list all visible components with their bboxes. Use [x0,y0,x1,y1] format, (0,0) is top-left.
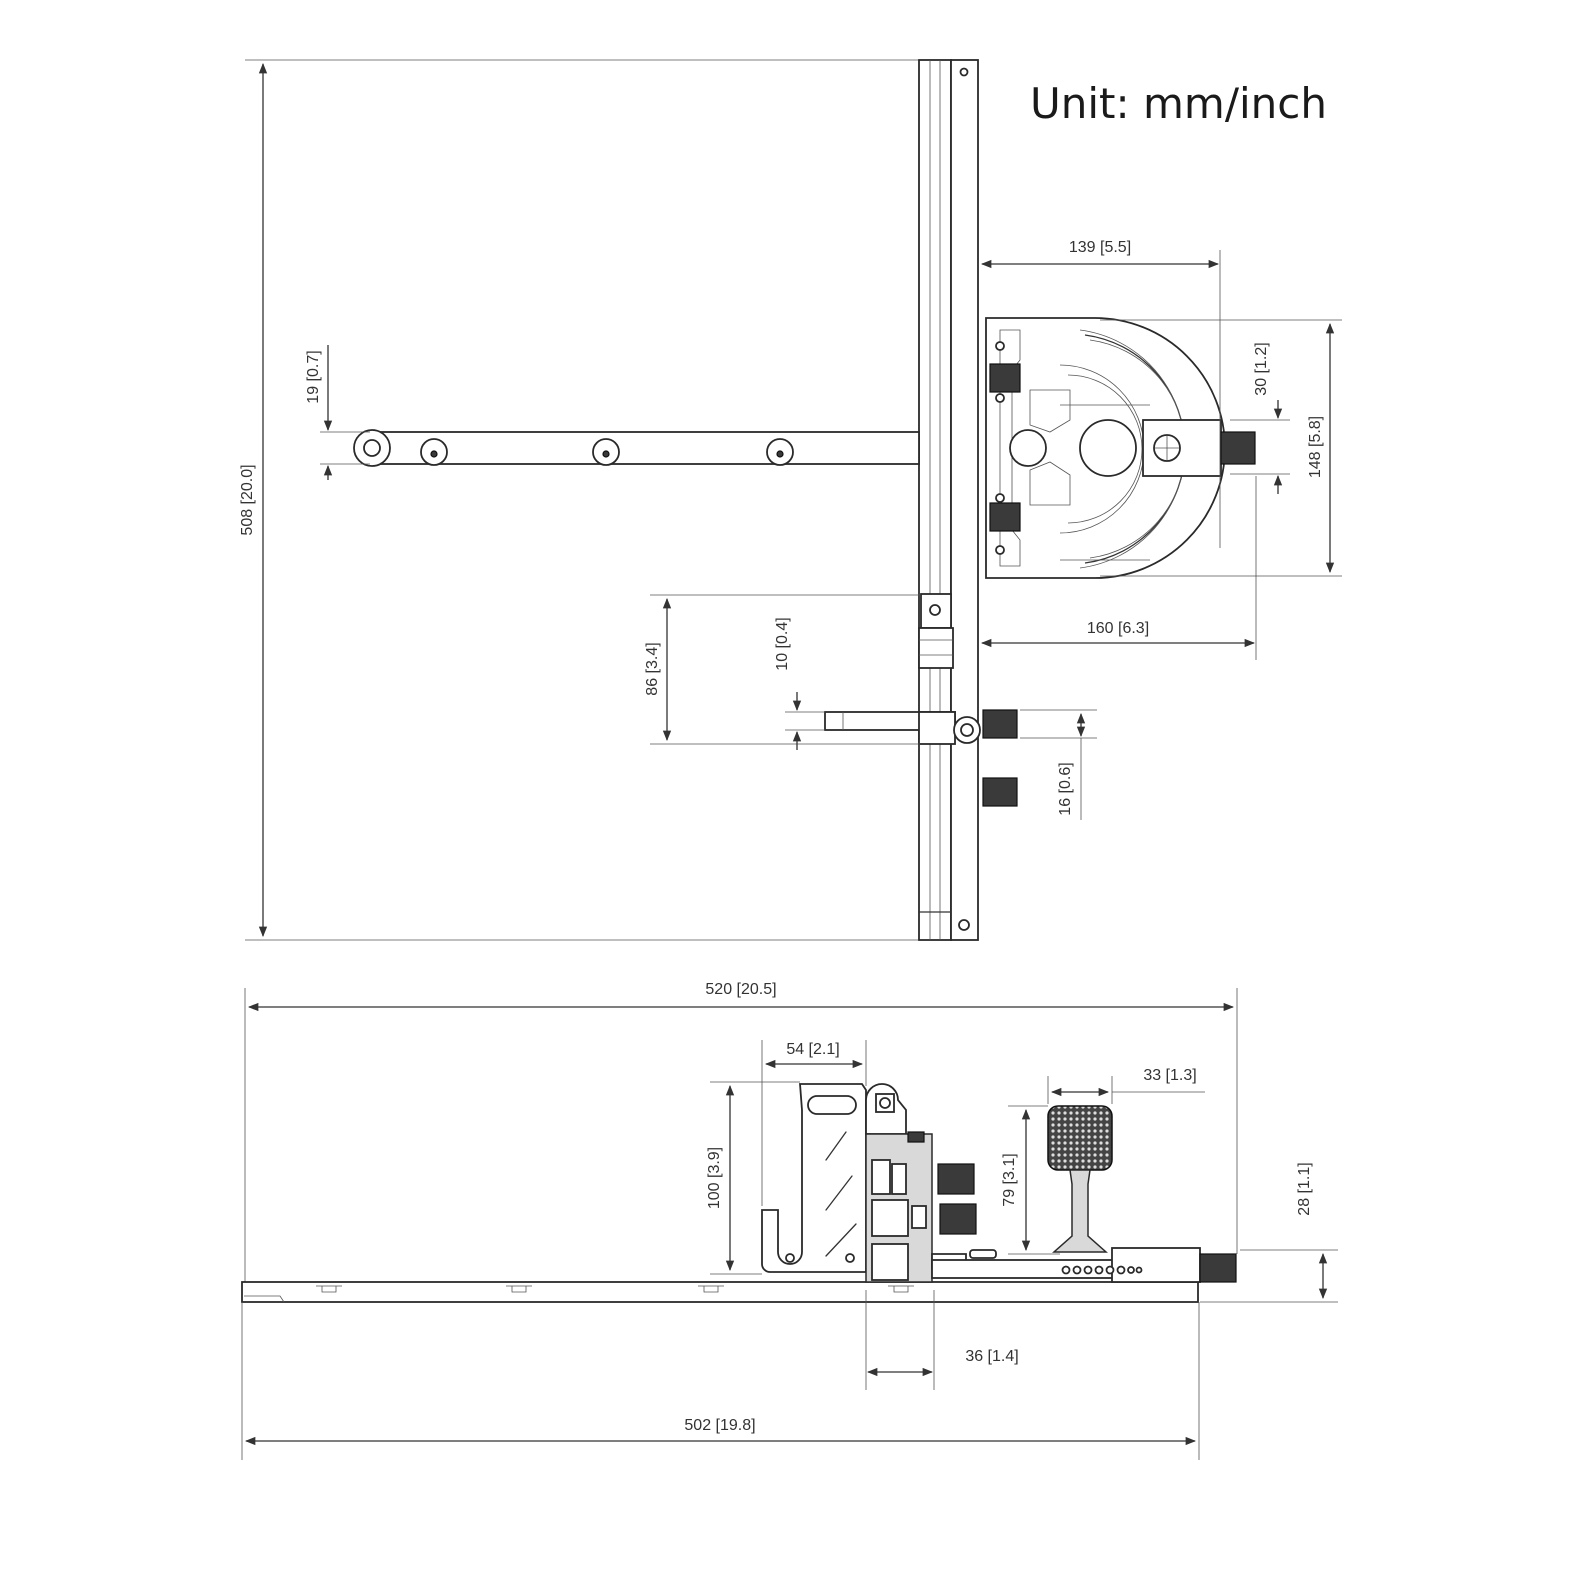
flip-stop-knob-upper [982,709,1018,739]
dim-stop-offset: 86 [3.4] [644,642,661,695]
head-lock-knob-upper [989,363,1021,393]
dim-overall-height: 508 [20.0] [239,464,256,535]
slide-block [1111,1247,1201,1283]
side-view [241,988,1338,1460]
dim-overall-length: 520 [20.5] [705,981,776,998]
side-block-knob [1220,431,1256,465]
dim-bar-offset: 36 [1.4] [965,1348,1018,1365]
knurled-knob [1047,1105,1113,1171]
base-bar [241,1281,1199,1303]
flip-stop-knob-lower [982,777,1018,807]
top-view [245,59,1342,941]
main-rail-edge [950,59,979,941]
end-knob [1199,1253,1237,1283]
rail-knob-lower [939,1203,977,1235]
dim-head-height: 148 [5.8] [1307,416,1324,478]
fence-screws [420,438,794,466]
dim-knob-spacing: 16 [0.6] [1057,762,1074,815]
dimension-labels: 508 [20.0] 19 [0.7] 139 [5.5] 30 [1.2] 1… [239,239,1324,1434]
dim-bar-length: 502 [19.8] [684,1417,755,1434]
dim-fence-width: 19 [0.7] [305,350,322,403]
dim-slot-offset: 30 [1.2] [1253,342,1270,395]
adjust-holes [1061,1265,1143,1275]
knob-stem [1052,1169,1108,1253]
dim-stop-thickness: 10 [0.4] [774,617,791,670]
bar-screws [316,1285,914,1293]
dim-stop-height: 100 [3.9] [706,1147,723,1209]
dim-head-total-depth: 160 [6.3] [1087,620,1149,637]
dim-head-depth: 139 [5.5] [1069,239,1131,256]
dim-knob-height: 79 [3.1] [1001,1153,1018,1206]
main-rail [918,59,952,941]
pivot-knob [1079,419,1137,477]
unit-title: Unit: mm/inch [1030,79,1327,128]
fence-arm [369,431,920,465]
j-stop-plate [761,1083,867,1273]
dim-bar-height: 28 [1.1] [1296,1162,1313,1215]
rail-knob-upper [937,1163,975,1195]
dim-stop-width: 54 [2.1] [786,1041,839,1058]
dim-knob-width: 33 [1.3] [1143,1067,1196,1084]
head-lock-knob-lower [989,502,1021,532]
